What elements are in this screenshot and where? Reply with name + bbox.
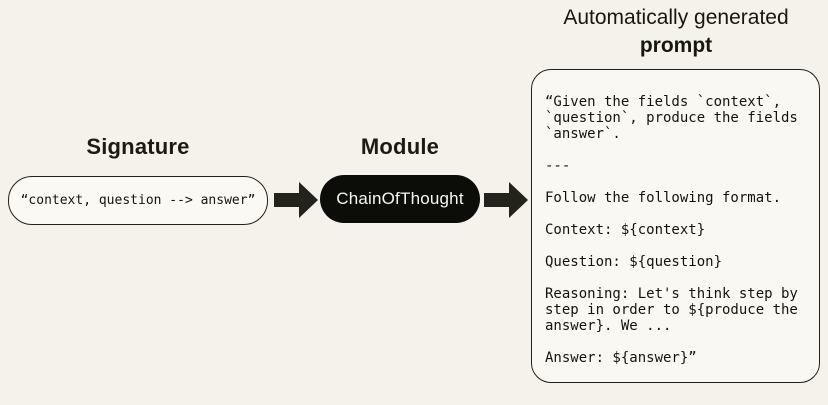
module-heading: Module: [360, 134, 440, 159]
signature-value: “context, question --> answer”: [20, 193, 256, 208]
signature-to-module-arrow-icon: [274, 182, 318, 218]
prompt-title-line2: prompt: [639, 34, 713, 57]
prompt-box: “Given the fields `context`, `question`,…: [531, 69, 820, 383]
module-name: ChainOfThought: [336, 189, 464, 208]
module-to-prompt-arrow-icon: [484, 182, 528, 218]
signature-heading: Signature: [86, 134, 190, 159]
prompt-title-line1: Automatically generated: [563, 6, 789, 29]
signature-box: “context, question --> answer”: [8, 176, 268, 225]
module-pill: ChainOfThought: [320, 175, 480, 223]
prompt-title: Automatically generated prompt: [531, 4, 821, 60]
prompt-text: “Given the fields `context`, `question`,…: [545, 94, 798, 366]
